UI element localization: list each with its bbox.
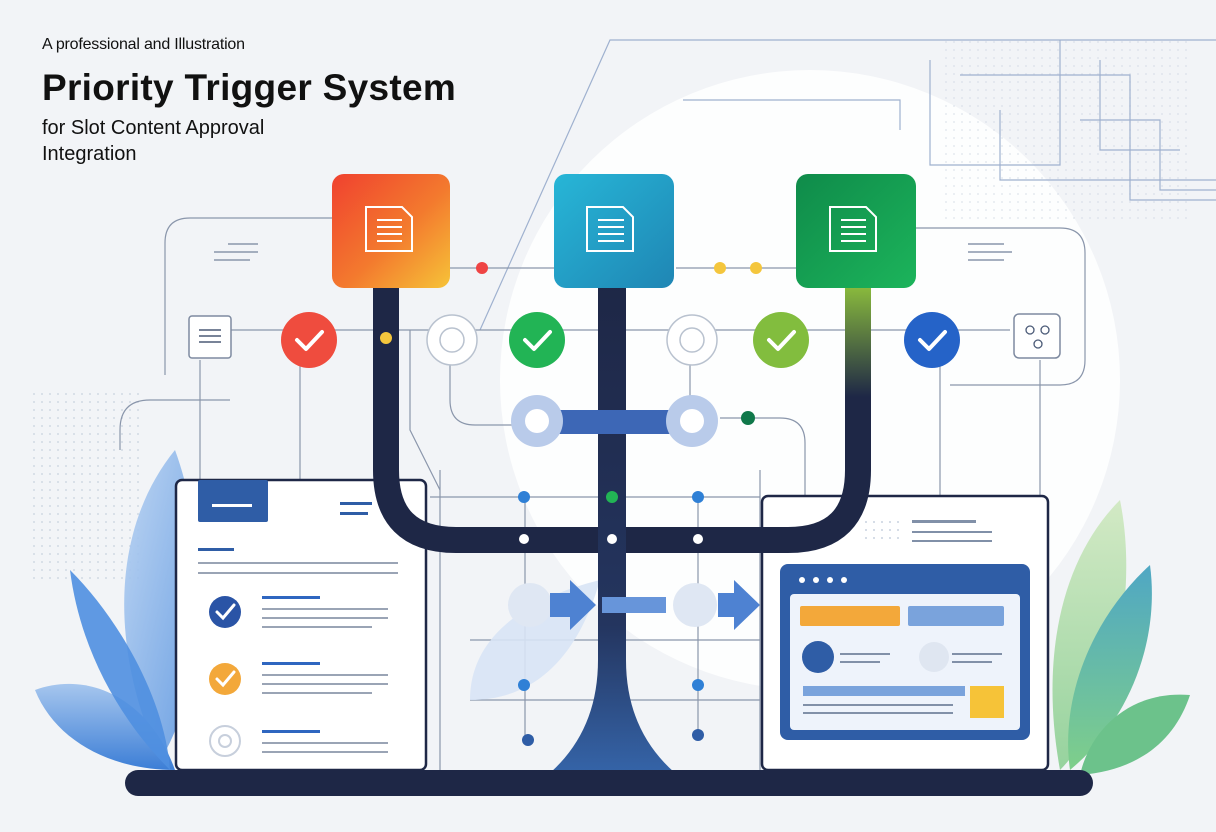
- priority-pipe-tree: [373, 280, 871, 553]
- check-icon: [753, 312, 809, 368]
- document-icon: [365, 206, 413, 252]
- list-item: [209, 662, 388, 695]
- text-lines: [214, 243, 1012, 261]
- avatar: [802, 641, 834, 673]
- title-block: A professional and Illustration Priority…: [42, 36, 456, 167]
- target-ring: [426, 314, 718, 366]
- priority-tile-medium: [554, 174, 674, 288]
- check-badge-red: [281, 312, 337, 368]
- left-approval-card: [174, 478, 428, 772]
- leaf-icon: [35, 683, 175, 770]
- check-icon: [281, 312, 337, 368]
- check-badge-green: [509, 312, 565, 368]
- check-badge-blue: [904, 312, 960, 368]
- check-badge-lime: [753, 312, 809, 368]
- leaf-icon: [70, 570, 170, 770]
- list-item: [209, 596, 388, 628]
- check-icon: [904, 312, 960, 368]
- dot-grid-left: [30, 390, 140, 580]
- priority-tile-high: [332, 174, 450, 288]
- connector-lines: [119, 217, 1086, 770]
- subtitle-line-2: Integration: [42, 142, 137, 165]
- document-icon: [586, 206, 634, 252]
- document-icon: [829, 206, 877, 252]
- eyebrow-text: A professional and Illustration: [42, 36, 245, 53]
- pending-icon: [209, 725, 241, 757]
- leaf-icon: [1052, 500, 1127, 770]
- check-icon: [509, 312, 565, 368]
- right-dashboard-card: [760, 494, 1050, 772]
- leaf-icon: [1080, 694, 1190, 775]
- base-platform: [125, 770, 1093, 796]
- list-icon: [188, 315, 232, 359]
- subtitle-line-1: for Slot Content Approval: [42, 116, 265, 139]
- leaf-icon: [1068, 565, 1152, 770]
- priority-tile-low: [796, 174, 916, 288]
- avatar: [919, 642, 949, 672]
- arrow-right-icon: [508, 580, 760, 630]
- page-title: Priority Trigger System: [42, 67, 457, 108]
- trunk: [550, 280, 675, 773]
- list-item: [209, 725, 388, 757]
- dot-grid-right: [940, 40, 1190, 220]
- settings-icon: [1013, 313, 1061, 359]
- check-icon: [209, 663, 241, 695]
- toggle-icon: [511, 395, 718, 447]
- check-icon: [209, 596, 241, 628]
- circuit-lines: [479, 39, 1216, 331]
